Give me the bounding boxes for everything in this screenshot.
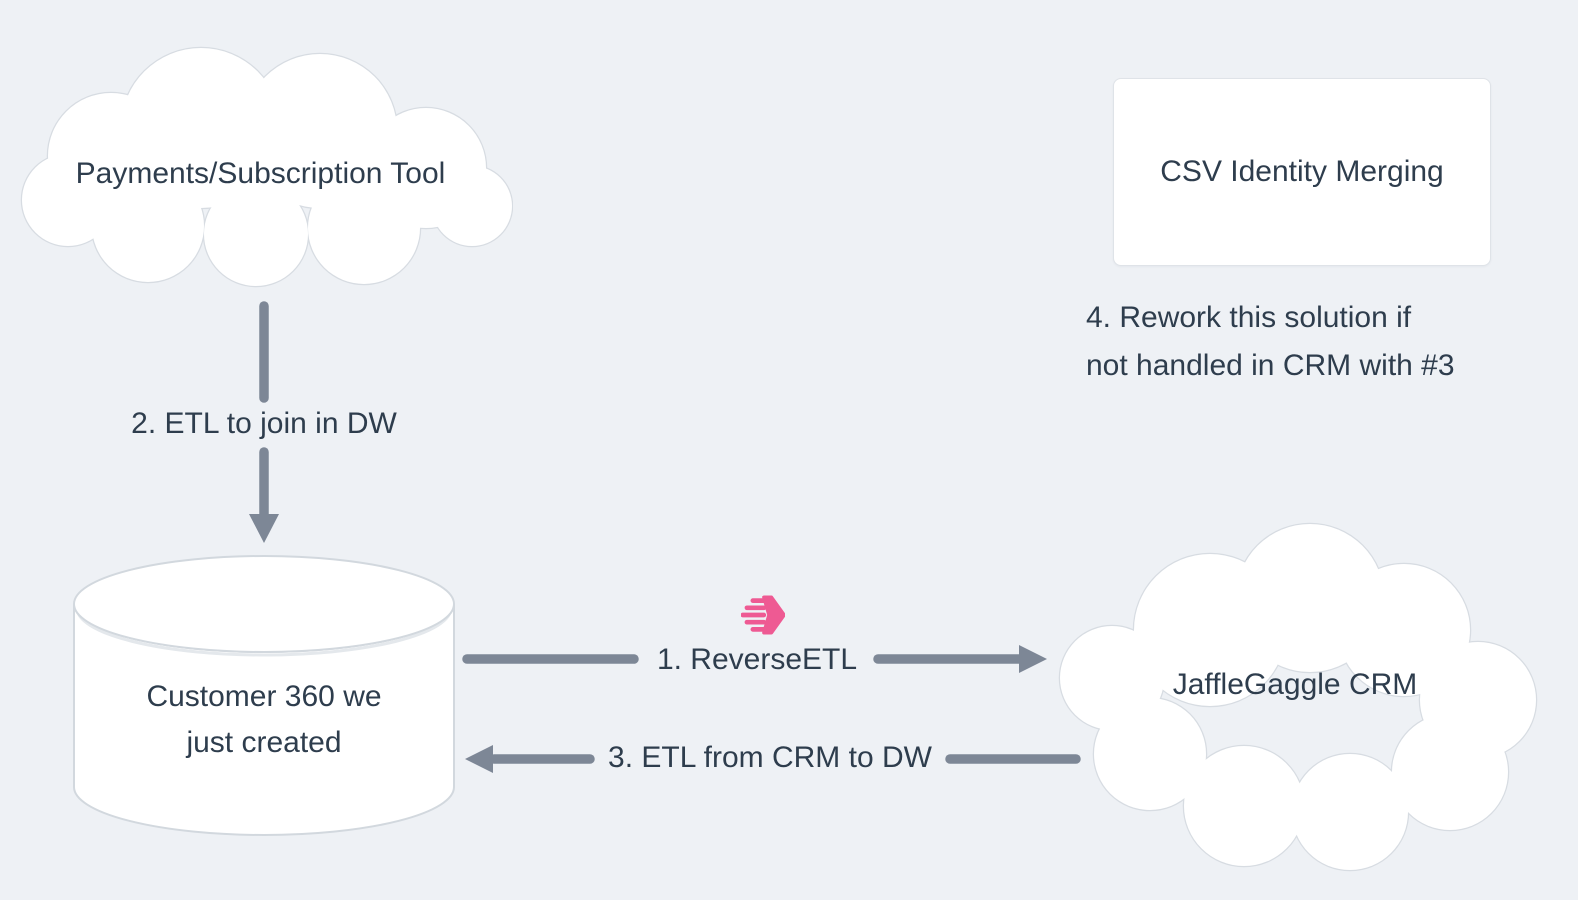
hightouch-logo-icon [741, 595, 785, 635]
node-customer360-label: Customer 360 we just created [146, 680, 382, 759]
database-cylinder-shape [73, 555, 455, 836]
edge-label-etl-from-crm: 3. ETL from CRM to DW [608, 741, 932, 774]
node-payments-label: Payments/Subscription Tool [75, 157, 446, 190]
caption-rework-note: 4. Rework this solution if not handled i… [1086, 294, 1546, 390]
caption-line-1: 4. Rework this solution if [1086, 301, 1412, 334]
node-csv-identity-merging: CSV Identity Merging [1113, 78, 1491, 266]
edge-label-reverse-etl: 1. ReverseETL [656, 643, 858, 676]
caption-line-2: not handled in CRM with #3 [1086, 349, 1455, 382]
node-customer360-cylinder: Customer 360 we just created [70, 548, 458, 840]
edge-label-etl-to-dw: 2. ETL to join in DW [131, 407, 397, 440]
cloud-shape [20, 46, 513, 288]
cloud-shape [1058, 522, 1538, 872]
node-jafflegaggle-crm-cloud: JaffleGaggle CRM [1052, 518, 1538, 886]
node-jafflegaggle-crm-label: JaffleGaggle CRM [1172, 668, 1418, 701]
node-payments-cloud: Payments/Subscription Tool [8, 38, 513, 296]
node-csv-label: CSV Identity Merging [1160, 155, 1444, 188]
